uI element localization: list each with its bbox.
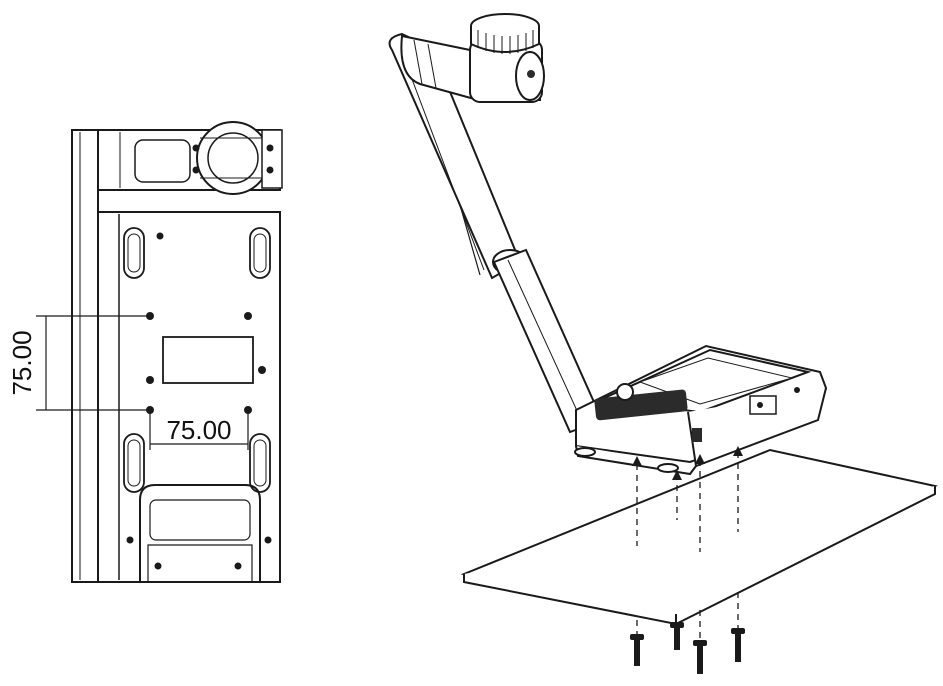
screws (630, 622, 745, 674)
top-view (71, 121, 283, 583)
dimension-lines (36, 315, 249, 450)
folded-arm (71, 129, 99, 583)
guide-arrows (632, 446, 743, 480)
screw-guides (636, 452, 739, 640)
screw (731, 628, 745, 662)
screw (670, 622, 684, 650)
base-plate (97, 211, 281, 583)
slot (123, 227, 145, 279)
slot (123, 433, 145, 493)
vertical-dimension-label: 75.00 (7, 330, 37, 395)
bottom-pad (139, 484, 261, 582)
camera-base (574, 344, 828, 476)
isometric-view (388, 13, 828, 476)
horizontal-dimension-label: 75.00 (166, 415, 231, 445)
camera-head (400, 13, 545, 103)
mounting-holes (126, 232, 272, 570)
center-window (162, 336, 254, 384)
slot (249, 433, 271, 493)
camera-head-top (192, 121, 283, 195)
slot (249, 227, 271, 279)
screw (693, 640, 707, 674)
screw (630, 634, 644, 666)
upper-arm (388, 32, 522, 280)
